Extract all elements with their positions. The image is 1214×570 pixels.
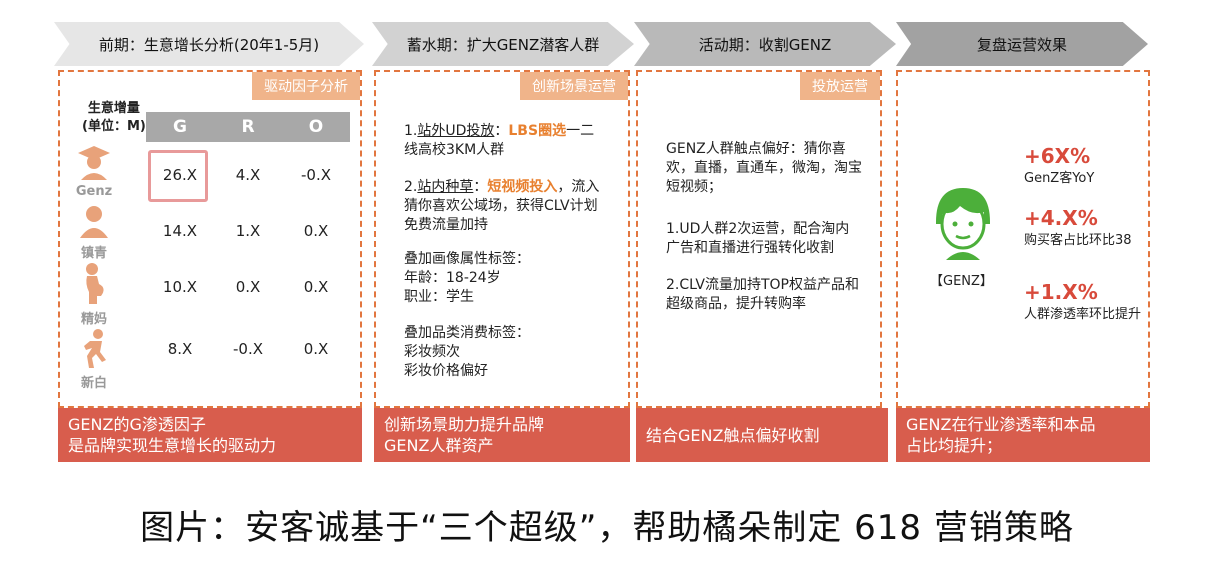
table-cell: 0.X bbox=[303, 222, 329, 240]
step-arrow-reservoir: 蓄水期：扩大GENZ潜客人群 bbox=[372, 22, 634, 66]
table-cell: 8.X bbox=[167, 340, 193, 358]
table-cell: 0.X bbox=[303, 340, 329, 358]
persona-label: 新白 bbox=[80, 376, 107, 391]
bullet-title: 站内种草 bbox=[417, 179, 474, 195]
panel-growth-analysis: 驱动因子分析 生意增量 (单位：M) G R O 26.X 4.X -0.X 1… bbox=[58, 70, 362, 408]
panel-tag: 驱动因子分析 bbox=[252, 72, 360, 100]
step-label: 前期：生意增长分析(20年1-5月) bbox=[98, 35, 320, 54]
panel-reservoir: 创新场景运营 1.站外UD投放：LBS圈选一二线高校3KM人群 2.站内种草：短… bbox=[374, 70, 630, 408]
text-line: 职业：学生 bbox=[404, 289, 474, 305]
table-cell: 1.X bbox=[235, 222, 261, 240]
kpi-desc: GenZ客YoY bbox=[1024, 171, 1095, 186]
bullet-text: ，流入猜你喜欢公域场，获得CLV计划免费流量加持 bbox=[404, 179, 600, 233]
kpi-value: +6X% bbox=[1024, 144, 1091, 168]
bullet-text: 一二线高校3KM人群 bbox=[404, 123, 595, 158]
footer-line: 结合GENZ触点偏好收割 bbox=[646, 425, 820, 445]
avatar-label: 【GENZ】 bbox=[930, 274, 993, 289]
table-cell: 0.X bbox=[303, 278, 329, 296]
column-header: G bbox=[173, 117, 187, 137]
metric-label-unit: (单位：M) bbox=[82, 119, 146, 134]
bullet-colon: ： bbox=[473, 179, 488, 195]
profile-tags: 叠加画像属性标签： 年龄：18-24岁 职业：学生 bbox=[404, 250, 604, 307]
text-line: 叠加画像属性标签： bbox=[404, 251, 530, 267]
table-row: 26.X 4.X -0.X bbox=[146, 160, 350, 190]
persona-label: Genz bbox=[75, 184, 113, 199]
step-label: 蓄水期：扩大GENZ潜客人群 bbox=[406, 35, 600, 54]
table-cell: -0.X bbox=[301, 166, 331, 184]
table-row: 10.X 0.X 0.X bbox=[146, 272, 350, 302]
step-label: 活动期：收割GENZ bbox=[698, 35, 832, 54]
persona-new-white-collar: 新白 bbox=[68, 328, 120, 391]
category-tags: 叠加品类消费标签： 彩妆频次 彩妆价格偏好 bbox=[404, 324, 604, 381]
panel-review: 【GENZ】 +6X% GenZ客YoY +4.X% 购买客占比环比38 +1.… bbox=[896, 70, 1150, 408]
kpi-desc: 购买客占比环比38 bbox=[1024, 233, 1132, 248]
table-row: 8.X -0.X 0.X bbox=[146, 334, 350, 364]
graduate-icon bbox=[78, 146, 110, 180]
kpi-item: +4.X% 购买客占比环比38 bbox=[1024, 206, 1132, 250]
pregnant-woman-icon bbox=[86, 263, 104, 304]
bullet-offsite: 1.站外UD投放：LBS圈选一二线高校3KM人群 bbox=[404, 122, 600, 160]
footer-review: GENZ在行业渗透率和本品 占比均提升； bbox=[896, 408, 1150, 462]
bullet-prefix: 2. bbox=[404, 179, 418, 195]
panel-campaign: 投放运营 GENZ人群触点偏好：猜你喜欢，直播，直通车，微淘，淘宝短视频； 1.… bbox=[636, 70, 882, 408]
step-arrow-campaign: 活动期：收割GENZ bbox=[634, 22, 896, 66]
table-cell: -0.X bbox=[233, 340, 263, 358]
table-cell: 14.X bbox=[162, 222, 198, 240]
kpi-item: +6X% GenZ客YoY bbox=[1024, 144, 1094, 188]
persona-genz: Genz bbox=[68, 144, 120, 199]
persona-label: 精妈 bbox=[80, 312, 107, 327]
text-line: 叠加品类消费标签： bbox=[404, 325, 530, 341]
text-line: 年龄：18-24岁 bbox=[404, 270, 501, 286]
table-cell: 4.X bbox=[235, 166, 261, 184]
step-arrow-review: 复盘运营效果 bbox=[896, 22, 1148, 66]
footer-line: 创新场景助力提升品牌 bbox=[384, 415, 545, 434]
highlight-box bbox=[148, 150, 208, 202]
bullet-prefix: 1. bbox=[404, 123, 418, 139]
column-header: O bbox=[308, 117, 324, 137]
kpi-value: +4.X% bbox=[1024, 206, 1098, 230]
kpi-item: +1.X% 人群渗透率环比提升 bbox=[1024, 280, 1144, 324]
panel-tag: 创新场景运营 bbox=[520, 72, 628, 100]
panel-tag: 投放运营 bbox=[800, 72, 880, 100]
footer-reservoir: 创新场景助力提升品牌 GENZ人群资产 bbox=[374, 408, 630, 462]
footer-line: GENZ人群资产 bbox=[384, 436, 494, 455]
factor-header: G R O bbox=[146, 112, 350, 142]
highlight-text: LBS圈选 bbox=[508, 123, 567, 139]
metric-label: 生意增量 (单位：M) bbox=[82, 100, 146, 136]
persona-label: 镇青 bbox=[80, 246, 107, 261]
kpi-value: +1.X% bbox=[1024, 280, 1098, 304]
footer-line: 占比均提升； bbox=[906, 436, 1003, 455]
step-label: 复盘运营效果 bbox=[976, 35, 1067, 54]
footer-campaign: 结合GENZ触点偏好收割 bbox=[636, 408, 888, 462]
text-line: 彩妆价格偏好 bbox=[404, 363, 488, 379]
table-cell: 26.X bbox=[162, 166, 198, 184]
persona-town-youth: 镇青 bbox=[68, 204, 120, 261]
bullet-onsite: 2.站内种草：短视频投入，流入猜你喜欢公域场，获得CLV计划免费流量加持 bbox=[404, 178, 606, 235]
clv-text: 2.CLV流量加持TOP权益产品和超级商品，提升转购率 bbox=[666, 277, 859, 312]
persona-mom: 精妈 bbox=[68, 262, 120, 327]
image-caption: 图片：安客诚基于“三个超级”，帮助橘朵制定 618 营销策略 bbox=[140, 508, 1074, 548]
ud-text: 1.UD人群2次运营，配合淘内广告和直播进行强转化收割 bbox=[666, 221, 850, 256]
highlight-text: 短视频投入 bbox=[487, 179, 558, 195]
footer-line: 是品牌实现生意增长的驱动力 bbox=[68, 436, 277, 455]
column-header: R bbox=[241, 117, 255, 137]
footer-growth: GENZ的G渗透因子 是品牌实现生意增长的驱动力 bbox=[58, 408, 362, 462]
table-cell: 10.X bbox=[162, 278, 198, 296]
footer-line: GENZ的G渗透因子 bbox=[68, 415, 206, 434]
table-cell: 0.X bbox=[235, 278, 261, 296]
step-arrow-early: 前期：生意增长分析(20年1-5月) bbox=[54, 22, 364, 66]
avatar-icon bbox=[936, 188, 990, 260]
running-person-icon bbox=[84, 329, 106, 368]
kpi-desc: 人群渗透率环比提升 bbox=[1024, 307, 1142, 322]
footer-line: GENZ在行业渗透率和本品 bbox=[906, 415, 1096, 434]
metric-label-line: 生意增量 bbox=[87, 101, 140, 116]
text-line: 彩妆频次 bbox=[404, 344, 460, 360]
bullet-title: 站外UD投放 bbox=[417, 123, 495, 139]
person-icon bbox=[80, 206, 108, 238]
bullet-colon: ： bbox=[494, 123, 509, 139]
table-row: 14.X 1.X 0.X bbox=[146, 216, 350, 246]
touchpoint-text: GENZ人群触点偏好：猜你喜欢，直播，直通车，微淘，淘宝短视频； bbox=[666, 141, 862, 195]
